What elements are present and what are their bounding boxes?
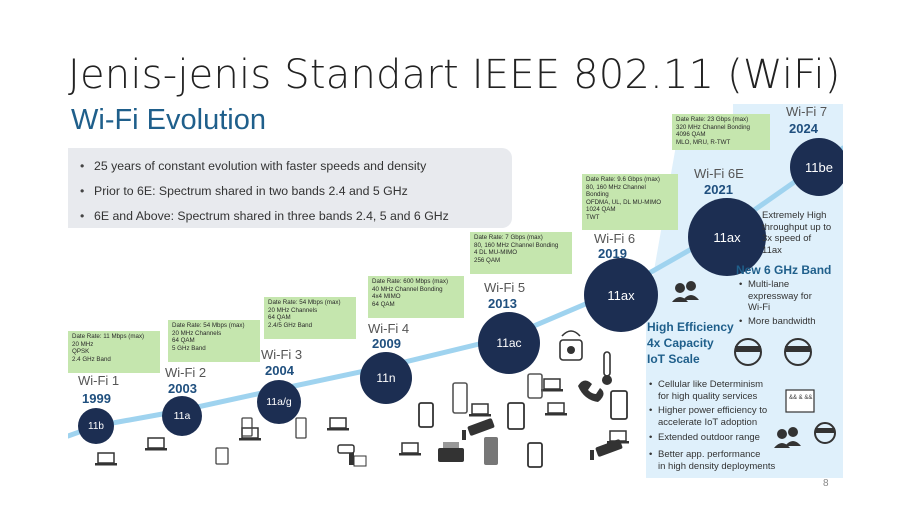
wifi6-feature-item: Extended outdoor range [649,432,760,444]
generation-year: 1999 [82,391,111,406]
datasheet-wifi4: Date Rate: 600 Mbps (max)40 MHz Channel … [368,276,464,318]
generation-name: Wi-Fi 4 [368,321,410,336]
standard-11ax-6e: 11ax [688,198,766,276]
printer-icon [438,442,464,462]
users-icon [774,427,801,448]
subtitle: Wi-Fi Evolution [71,104,266,136]
evolution-curve [68,145,843,439]
laptop-icon [541,378,563,392]
handset-icon [578,380,604,402]
generation-year: 2009 [372,336,401,351]
standard-11be: 11be [790,138,843,196]
generation-year: 2013 [488,296,517,311]
standard-11n: 11n [360,352,412,404]
barcode-icon [353,455,367,467]
phone-icon [527,373,543,399]
generation-name: Wi-Fi 6E [694,166,744,181]
tablet-icon [484,437,498,465]
generation-name: Wi-Fi 6 [594,231,636,246]
new-band-item: More bandwidth [739,316,816,328]
vr-head-icon [734,338,762,366]
wifi-evolution-graphic: Wi-Fi Evolution 25 years of constant evo… [68,104,843,478]
vr-head-icon [784,338,812,366]
generation-year: 2003 [168,381,197,396]
standard-11ag: 11a/g [257,380,301,424]
users-icon [672,281,699,302]
scanner-icon [337,444,355,465]
camera-icon [590,439,623,460]
tablet-icon [507,402,525,430]
datasheet-wifi7: Date Rate: 23 Gbps (max)320 MHz Channel … [672,114,770,150]
laptop-icon [399,442,421,456]
device-icons [95,281,836,468]
new-band-title: New 6 GHz Band [736,263,832,277]
tablet-icon [610,390,628,420]
laptop-icon [469,403,491,417]
datasheet-wifi5: Date Rate: 7 Gbps (max)80, 160 MHz Chann… [470,232,572,274]
handheld-icon [241,417,253,437]
generation-year: 2021 [704,182,733,197]
standard-11ac: 11ac [478,312,540,374]
standard-11a: 11a [162,396,202,436]
handheld-icon [295,417,307,439]
generation-name: Wi-Fi 7 [786,104,828,119]
generation-year: 2019 [598,246,627,261]
page-number: 8 [823,478,829,489]
laptop-icon [327,417,349,431]
standard-11b: 11b [78,408,114,444]
thermostat-icon [559,339,583,361]
slide-title: Jenis-jenis Standart IEEE 802.11 (WiFi) [68,52,841,98]
bullet-item: 6E and Above: Spectrum shared in three b… [80,204,512,229]
tablet-icon [418,402,434,428]
laptop-icon [545,402,567,416]
generation-name: Wi-Fi 1 [78,373,120,388]
vr-head-icon [814,422,836,444]
camera-icon [462,418,495,440]
laptop-icon [145,437,167,451]
handheld-icon [215,447,229,465]
bullet-item: 25 years of constant evolution with fast… [80,154,512,179]
summary-bullets: 25 years of constant evolution with fast… [68,148,512,229]
generation-name: Wi-Fi 2 [165,365,207,380]
wifi6-feature-title: High Efficiency 4x Capacity IoT Scale [647,320,734,366]
phone-icon [527,442,543,468]
laptop-icon [95,452,117,466]
standard-11ax: 11ax [584,258,658,332]
datasheet-wifi6: Date Rate: 9.6 Gbps (max)80, 160 MHz Cha… [582,174,678,230]
whiteboard-label: && & && [789,395,813,401]
tablet-icon [452,382,468,414]
generation-year: 2004 [265,363,294,378]
generation-name: Wi-Fi 5 [484,280,526,295]
generation-name: Wi-Fi 3 [261,347,303,362]
generation-year: 2024 [789,121,818,136]
thermometer-icon [602,351,612,385]
bullet-item: Prior to 6E: Spectrum shared in two band… [80,179,512,204]
whiteboard-icon [785,389,815,413]
wifi-signal-icon [561,330,581,337]
